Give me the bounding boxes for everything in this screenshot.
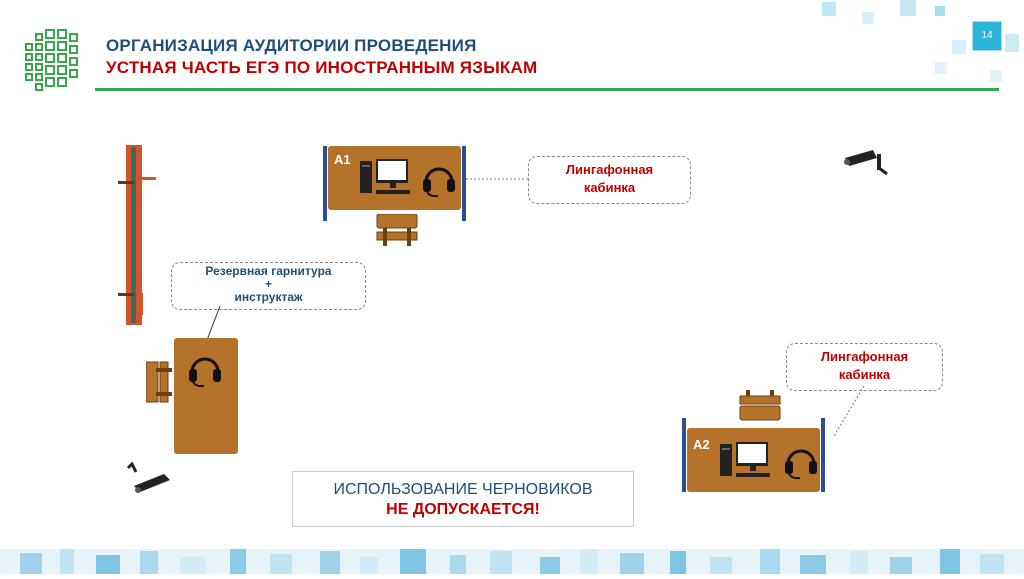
desk-organizer — [174, 338, 238, 454]
reserve-callout-line3: инструктаж — [234, 290, 303, 304]
notice-line1: ИСПОЛЬЗОВАНИЕ ЧЕРНОВИКОВ — [333, 481, 593, 498]
reserve-callout-line2: + — [264, 277, 272, 291]
booth-callout-right-line2: кабинка — [838, 367, 891, 382]
reserve-callout: Резервная гарнитура + инструктаж — [171, 262, 366, 310]
door-icon — [118, 143, 158, 327]
chair-icon — [738, 390, 782, 422]
station-label-a2: А2 — [693, 437, 710, 452]
computer-icon — [720, 440, 776, 480]
booth-callout-right-line1: Лингафонная — [820, 349, 909, 364]
booth-wall-left-a1 — [323, 146, 327, 221]
notice-box: ИСПОЛЬЗОВАНИЕ ЧЕРНОВИКОВ НЕ ДОПУСКАЕТСЯ! — [292, 471, 634, 527]
reserve-callout-line1: Резервная гарнитура — [205, 264, 332, 278]
booth-wall-right-a1 — [462, 146, 466, 221]
booth-callout-top: Лингафонная кабинка — [528, 156, 691, 204]
connector-line-a1 — [466, 178, 528, 180]
computer-icon — [360, 157, 416, 197]
camera-icon — [124, 461, 174, 496]
notice-line2: НЕ ДОПУСКАЕТСЯ! — [386, 501, 540, 518]
page-subtitle: УСТНАЯ ЧАСТЬ ЕГЭ ПО ИНОСТРАННЫМ ЯЗЫКАМ — [106, 58, 538, 77]
booth-callout-top-line1: Лингафонная — [565, 162, 654, 177]
page-title: ОРГАНИЗАЦИЯ АУДИТОРИИ ПРОВЕДЕНИЯ — [106, 36, 477, 55]
chair-icon — [375, 213, 419, 246]
headset-icon — [420, 160, 458, 198]
chair-icon — [145, 360, 172, 404]
station-label-a1: А1 — [334, 152, 351, 167]
page-number-badge: 14 — [973, 22, 1001, 50]
booth-callout-top-line2: кабинка — [583, 180, 636, 195]
booth-wall-left-a2 — [682, 418, 686, 492]
booth-wall-right-a2 — [821, 418, 825, 492]
logo-grid-icon — [24, 28, 88, 92]
booth-callout-right: Лингафонная кабинка — [786, 343, 943, 391]
bottom-decor-strip — [0, 545, 1024, 574]
connector-line-a2 — [833, 386, 865, 437]
header-divider — [95, 88, 999, 91]
headset-icon — [782, 442, 820, 480]
camera-icon — [843, 146, 889, 178]
headset-icon — [186, 350, 224, 388]
